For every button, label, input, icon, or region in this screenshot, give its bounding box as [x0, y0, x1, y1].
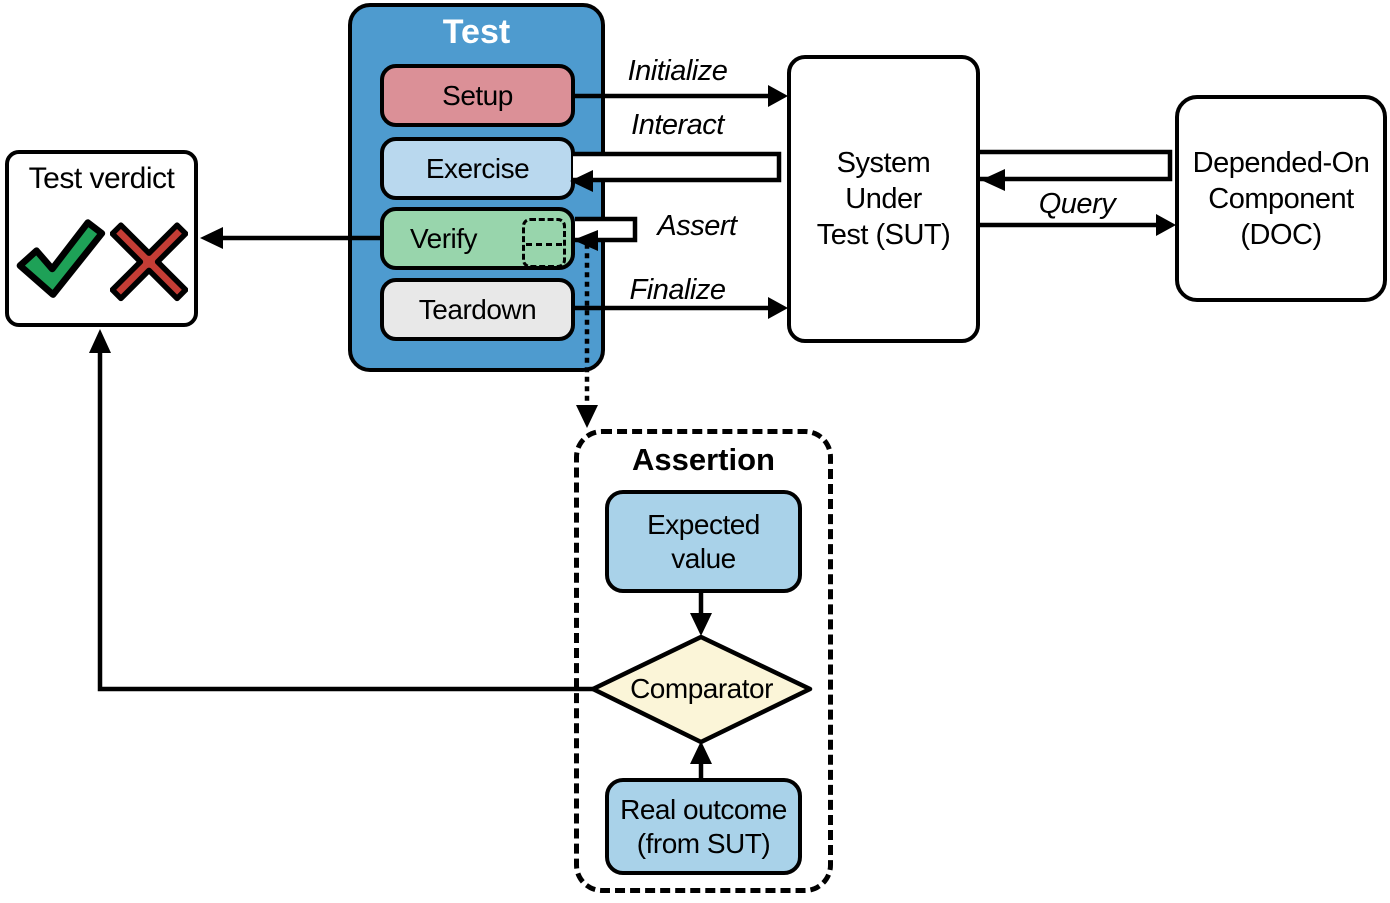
doc-box: Depended-On Component (DOC) [1175, 95, 1387, 302]
phase-teardown: Teardown [380, 278, 575, 341]
doc-label: Depended-On Component (DOC) [1192, 146, 1370, 251]
sut-box: System Under Test (SUT) [787, 55, 980, 343]
real-outcome-label: Real outcome (from SUT) [620, 793, 787, 859]
verdict-icons [15, 202, 188, 315]
phase-verify: Verify [380, 207, 575, 270]
initialize-arrow [573, 85, 788, 107]
expected-value-label: Expected value [647, 508, 760, 574]
phase-exercise: Exercise [380, 137, 575, 200]
assertion-placeholder-icon [522, 218, 566, 268]
sut-label: System Under Test (SUT) [816, 147, 951, 251]
phase-setup-label: Setup [442, 79, 513, 111]
comparator-label: Comparator [630, 673, 773, 704]
query-arrow-label: Query [1038, 188, 1116, 220]
comparator-to-verdict-arrow [89, 329, 593, 692]
phase-teardown-label: Teardown [418, 293, 537, 325]
real-outcome-box: Real outcome (from SUT) [605, 778, 802, 875]
initialize-arrow-label: Initialize [627, 55, 728, 87]
assertion-placeholder-divider [526, 243, 562, 246]
test-title: Test [442, 13, 511, 51]
sut-doc-call-return-arrow [980, 149, 1173, 191]
interact-arrow-label: Interact [631, 109, 724, 141]
test-verdict-box: Test verdict [5, 150, 198, 327]
assertion-title: Assertion [632, 442, 775, 477]
test-verdict-title: Test verdict [28, 162, 175, 195]
phase-exercise-label: Exercise [425, 152, 530, 184]
finalize-arrow-label: Finalize [629, 274, 726, 306]
phase-setup: Setup [380, 64, 575, 127]
phase-verify-label: Verify [410, 222, 478, 254]
cross-icon [110, 221, 188, 301]
assert-arrow-label: Assert [657, 210, 737, 242]
checkmark-icon [16, 218, 106, 298]
expected-value-box: Expected value [605, 490, 802, 593]
test-container: Test Setup Exercise Verify Teardown [348, 3, 605, 372]
